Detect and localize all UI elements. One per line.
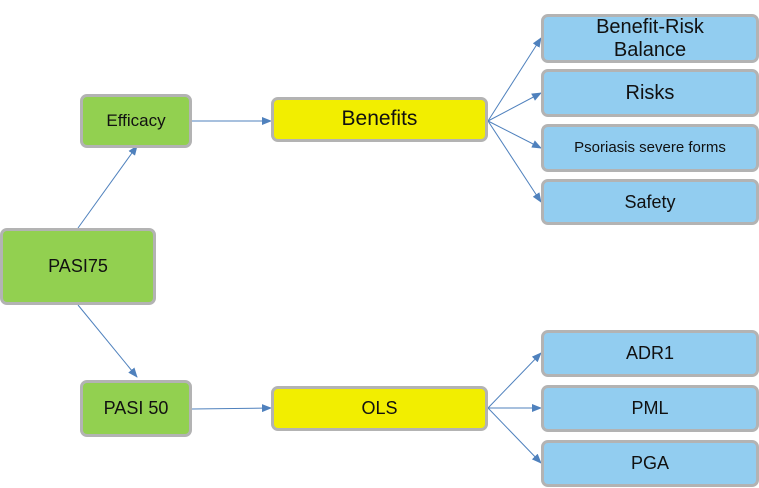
edge-pasi50-ols <box>191 404 272 413</box>
edge-ols-pga <box>487 407 542 464</box>
node-pasi50-label: PASI 50 <box>103 398 169 419</box>
edge-benefits-psoriasis <box>487 120 542 149</box>
node-benefit-risk-balance-label: Benefit-Risk Balance <box>596 15 704 61</box>
node-pml-label: PML <box>631 398 669 419</box>
node-pml: PML <box>541 385 759 432</box>
node-ols: OLS <box>271 386 488 431</box>
node-risks-label: Risks <box>625 81 675 104</box>
node-adr1-label: ADR1 <box>625 343 674 364</box>
node-pga-label: PGA <box>630 453 669 474</box>
edge-benefits-balance <box>487 37 542 122</box>
node-safety: Safety <box>541 179 759 225</box>
node-efficacy-label: Efficacy <box>106 111 166 131</box>
edge-ols-adr1 <box>487 352 542 409</box>
node-psoriasis-severe-forms-label: Psoriasis severe forms <box>574 139 726 157</box>
node-benefits-label: Benefits <box>341 107 418 131</box>
node-pasi75: PASI75 <box>0 228 156 305</box>
node-pasi50: PASI 50 <box>80 380 192 437</box>
node-risks: Risks <box>541 69 759 117</box>
node-pga: PGA <box>541 440 759 487</box>
edge-pasi75-pasi50 <box>77 304 138 378</box>
node-ols-label: OLS <box>361 398 398 419</box>
edge-benefits-risks <box>487 92 542 122</box>
node-efficacy: Efficacy <box>80 94 192 148</box>
edge-benefits-safety <box>487 120 542 203</box>
node-safety-label: Safety <box>624 191 676 212</box>
node-benefits: Benefits <box>271 97 488 142</box>
node-pasi75-label: PASI75 <box>48 256 108 277</box>
node-adr1: ADR1 <box>541 330 759 377</box>
edge-pasi75-efficacy <box>77 145 138 229</box>
node-psoriasis-severe-forms: Psoriasis severe forms <box>541 124 759 172</box>
node-benefit-risk-balance: Benefit-Risk Balance <box>541 14 759 63</box>
